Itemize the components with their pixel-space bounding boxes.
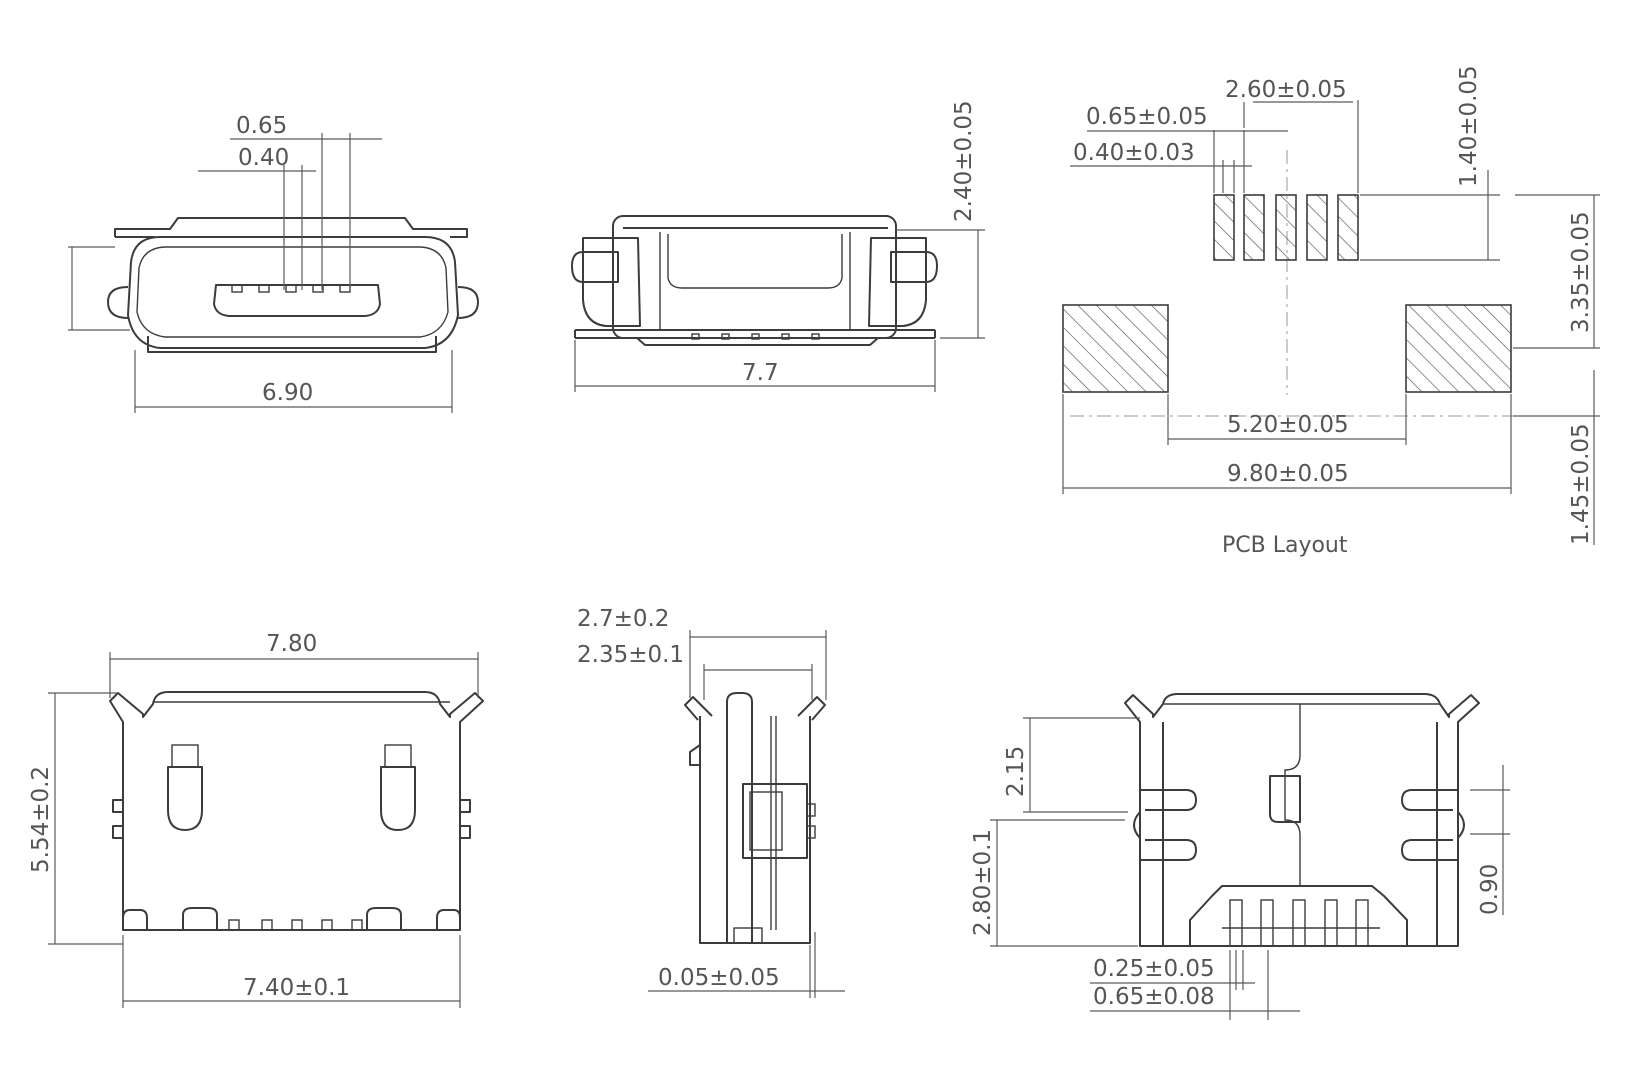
anchor-pad-right <box>1405 304 1512 393</box>
bottom-leads <box>228 919 363 931</box>
rear-tab-height-label: 2.80±0.1 <box>970 829 996 936</box>
bottom-hold-down-tabs <box>167 744 416 831</box>
anchor-pad-left <box>1062 304 1169 393</box>
rear-view: 0.25±0.05 0.65±0.08 2.15 2.80±0.1 0.90 <box>970 693 1510 1020</box>
front-pin-pitch-label: 0.65 <box>236 113 287 139</box>
pcb-pad-length-label: 1.40±0.05 <box>1456 65 1482 187</box>
signal-pads <box>1213 194 1359 261</box>
rear-lead-pitch-label: 0.65±0.08 <box>1093 984 1215 1010</box>
pcb-anchor-height-label: 1.45±0.05 <box>1568 423 1594 545</box>
pcb-anchor-gap-label: 5.20±0.05 <box>1227 412 1349 438</box>
side-body-label: 2.35±0.1 <box>577 642 684 668</box>
pcb-layout-view: 0.65±0.05 0.40±0.03 2.60±0.05 1.40±0.05 … <box>1062 65 1600 558</box>
top-side-height-label: 2.40±0.05 <box>951 100 977 222</box>
pcb-layout-title: PCB Layout <box>1222 533 1348 558</box>
front-view: 0.40 0.65 6.90 <box>68 113 479 413</box>
pcb-pad-width-label: 0.40±0.03 <box>1073 140 1195 166</box>
pcb-anchor-span-label: 9.80±0.05 <box>1227 461 1349 487</box>
pcb-row-offset-label: 3.35±0.05 <box>1568 211 1594 333</box>
rear-tab-pos-label: 2.15 <box>1003 746 1029 797</box>
side-offset-label: 0.05±0.05 <box>658 965 780 991</box>
rear-lead-width-label: 0.25±0.05 <box>1093 956 1215 982</box>
pcb-signal-span-label: 2.60±0.05 <box>1225 77 1347 103</box>
bottom-view: 7.80 7.40±0.1 5.54±0.2 <box>28 631 484 1008</box>
bottom-foot-span-label: 7.40±0.1 <box>243 975 350 1001</box>
side-overall-label: 2.7±0.2 <box>577 606 669 632</box>
rear-tab-width-label: 0.90 <box>1477 864 1503 915</box>
bottom-depth-label: 5.54±0.2 <box>28 766 54 873</box>
bottom-width-label: 7.80 <box>266 631 317 657</box>
side-view: 2.7±0.2 2.35±0.1 0.05±0.05 <box>577 606 845 998</box>
front-pin-width-label: 0.40 <box>238 145 289 171</box>
front-contacts <box>231 284 351 293</box>
front-width-label: 6.90 <box>262 380 313 406</box>
rear-leads <box>1222 899 1380 947</box>
top-side-leads <box>691 333 820 340</box>
top-side-length-label: 7.7 <box>742 360 779 386</box>
top-side-view: 7.7 2.40±0.05 <box>571 100 985 392</box>
pcb-pad-pitch-label: 0.65±0.05 <box>1086 104 1208 130</box>
